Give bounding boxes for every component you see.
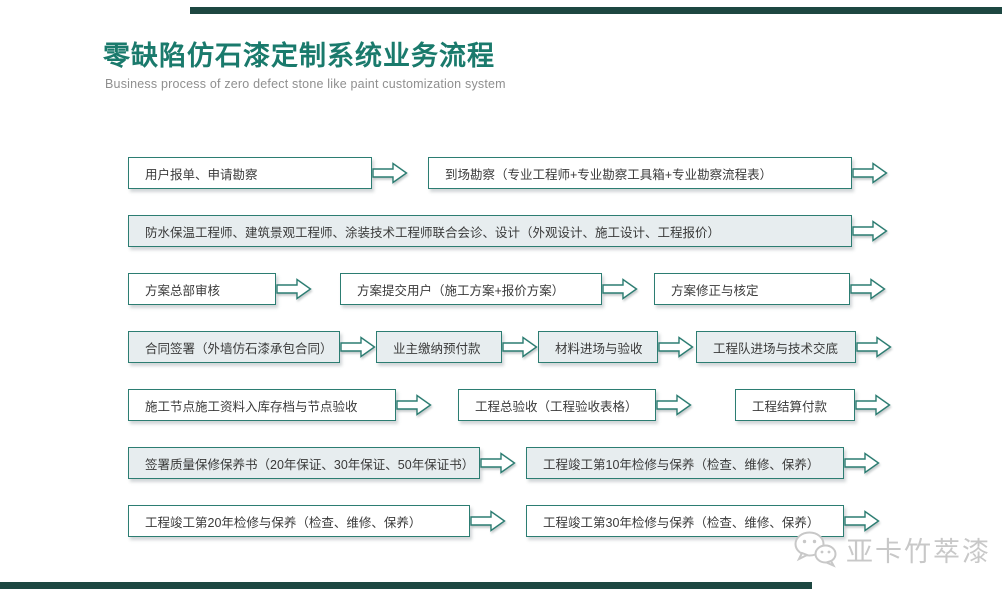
arrow-right-icon [852, 220, 888, 242]
arrow-right-icon [480, 452, 516, 474]
brand-watermark: 亚卡竹萃漆 [792, 529, 991, 569]
flow-row-7: 工程竣工第20年检修与保养（检查、维修、保养） 工程竣工第30年检修与保养（检查… [128, 505, 880, 537]
arrow-right-icon [276, 278, 312, 300]
arrow-right-icon [396, 394, 432, 416]
arrow-right-icon [855, 394, 891, 416]
flow-row-5: 施工节点施工资料入库存档与节点验收 工程总验收（工程验收表格） 工程结算付款 [128, 389, 891, 421]
flow-row-3: 方案总部审核 方案提交用户（施工方案+报价方案） 方案修正与核定 [128, 273, 886, 305]
process-step: 用户报单、申请勘察 [128, 157, 372, 189]
bottom-accent-bar [0, 582, 812, 589]
process-step: 施工节点施工资料入库存档与节点验收 [128, 389, 396, 421]
flow-row-2: 防水保温工程师、建筑景观工程师、涂装技术工程师联合会诊、设计（外观设计、施工设计… [128, 215, 888, 247]
arrow-right-icon [656, 394, 692, 416]
brand-name: 亚卡竹萃漆 [846, 536, 991, 567]
process-step: 防水保温工程师、建筑景观工程师、涂装技术工程师联合会诊、设计（外观设计、施工设计… [128, 215, 852, 247]
process-step: 工程竣工第30年检修与保养（检查、维修、保养） [526, 505, 844, 537]
arrow-right-icon [856, 336, 892, 358]
process-step: 材料进场与验收 [538, 331, 658, 363]
spacer [638, 289, 654, 290]
arrow-right-icon [844, 510, 880, 532]
process-step: 工程竣工第10年检修与保养（检查、维修、保养） [526, 447, 844, 479]
top-accent-bar [190, 7, 1002, 14]
flow-row-1: 用户报单、申请勘察 到场勘察（专业工程师+专业勘察工具箱+专业勘察流程表） [128, 157, 888, 189]
flow-row-6: 签署质量保修保养书（20年保证、30年保证、50年保证书） 工程竣工第10年检修… [128, 447, 880, 479]
flow-row-4: 合同签署（外墙仿石漆承包合同） 业主缴纳预付款 材料进场与验收 工程队进场与技术… [128, 331, 892, 363]
process-step: 业主缴纳预付款 [376, 331, 502, 363]
process-step: 方案提交用户（施工方案+报价方案） [340, 273, 602, 305]
process-step: 合同签署（外墙仿石漆承包合同） [128, 331, 340, 363]
process-step: 到场勘察（专业工程师+专业勘察工具箱+专业勘察流程表） [428, 157, 852, 189]
process-step: 工程竣工第20年检修与保养（检查、维修、保养） [128, 505, 470, 537]
process-step: 工程总验收（工程验收表格） [458, 389, 656, 421]
arrow-right-icon [372, 162, 408, 184]
spacer [432, 405, 458, 406]
process-step: 工程队进场与技术交底 [696, 331, 856, 363]
arrow-right-icon [340, 336, 376, 358]
arrow-right-icon [602, 278, 638, 300]
arrow-right-icon [658, 336, 694, 358]
arrow-right-icon [852, 162, 888, 184]
spacer [312, 289, 340, 290]
process-step: 方案修正与核定 [654, 273, 850, 305]
process-step: 签署质量保修保养书（20年保证、30年保证、50年保证书） [128, 447, 480, 479]
spacer [516, 463, 526, 464]
process-step: 工程结算付款 [735, 389, 855, 421]
page-title: 零缺陷仿石漆定制系统业务流程 [103, 41, 495, 71]
spacer [506, 521, 526, 522]
spacer [408, 173, 428, 174]
page-subtitle: Business process of zero defect stone li… [105, 77, 506, 91]
spacer [692, 405, 735, 406]
arrow-right-icon [844, 452, 880, 474]
arrow-right-icon [470, 510, 506, 532]
arrow-right-icon [850, 278, 886, 300]
arrow-right-icon [502, 336, 538, 358]
wechat-icon [794, 531, 837, 568]
process-step: 方案总部审核 [128, 273, 276, 305]
